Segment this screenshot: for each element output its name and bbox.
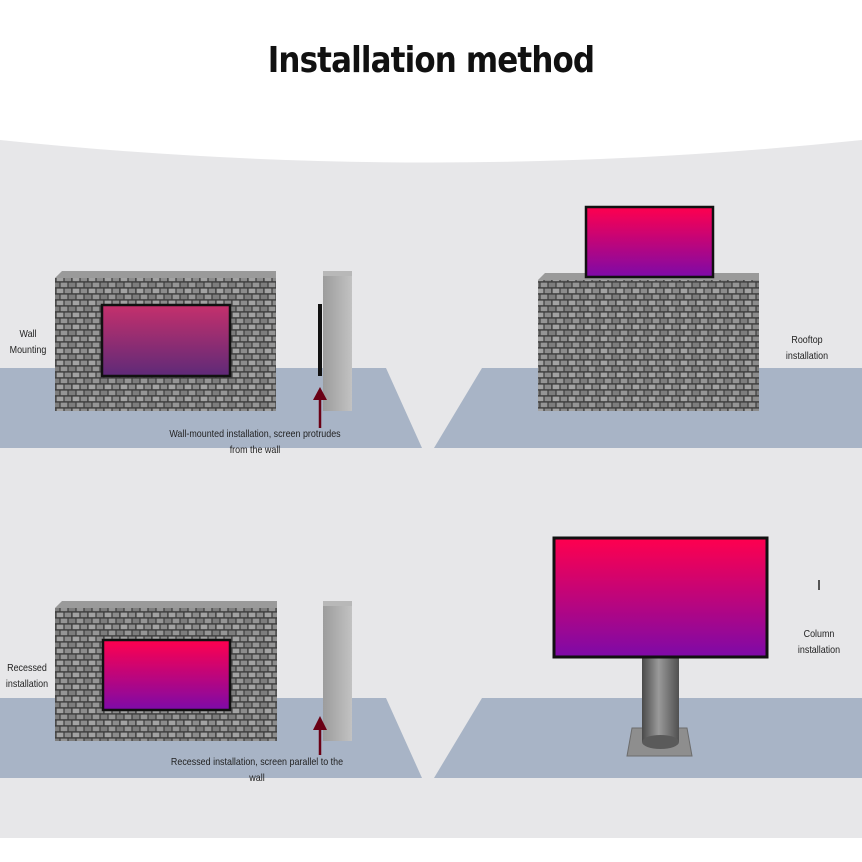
column-screen: [552, 536, 769, 659]
column-illustration: [552, 536, 820, 757]
caption-wall-mounting: Wall-mounted installation, screen protru…: [157, 426, 353, 458]
column-pole: [642, 656, 679, 742]
caption-line: Wall-mounted installation, screen protru…: [169, 428, 341, 440]
label-line: installation: [785, 350, 829, 362]
wall-mounted-screen: [100, 303, 232, 378]
caption-line: from the wall: [229, 444, 281, 456]
recessed-screen: [101, 638, 232, 712]
arrow-head: [313, 716, 327, 730]
label-line: Recessed: [7, 662, 47, 674]
column-pole-foot: [642, 735, 679, 749]
wall-mounting-illustration: [55, 271, 352, 428]
label-recessed: Recessed installation: [4, 660, 50, 692]
label-line: Wall: [19, 328, 37, 340]
label-rooftop: Rooftop installation: [777, 332, 837, 364]
page-title: Installation method: [267, 40, 595, 81]
recessed-illustration: [55, 601, 352, 755]
label-line: Mounting: [9, 344, 47, 356]
protruding-screen-side: [318, 304, 322, 376]
caption-recessed: Recessed installation, screen parallel t…: [159, 754, 355, 786]
building-wall: [538, 280, 759, 411]
brick-wall-top: [55, 601, 277, 608]
label-column: Column installation: [789, 626, 849, 658]
wall-side-view: [323, 271, 352, 411]
label-wall-mounting: Wall Mounting: [4, 326, 52, 358]
label-line: installation: [5, 678, 49, 690]
marker: [818, 580, 820, 590]
wall-side-top: [323, 601, 352, 606]
arrow-head: [313, 387, 327, 400]
label-line: Rooftop: [791, 334, 823, 346]
label-line: Column: [803, 628, 835, 640]
wall-side-view: [323, 601, 352, 741]
caption-line: Recessed installation, screen parallel t…: [170, 756, 344, 768]
brick-wall-top: [55, 271, 276, 278]
rooftop-screen: [584, 205, 715, 279]
label-line: installation: [797, 644, 841, 656]
rooftop-illustration: [538, 205, 759, 411]
caption-line: wall: [249, 772, 265, 784]
wall-side-top: [323, 271, 352, 276]
